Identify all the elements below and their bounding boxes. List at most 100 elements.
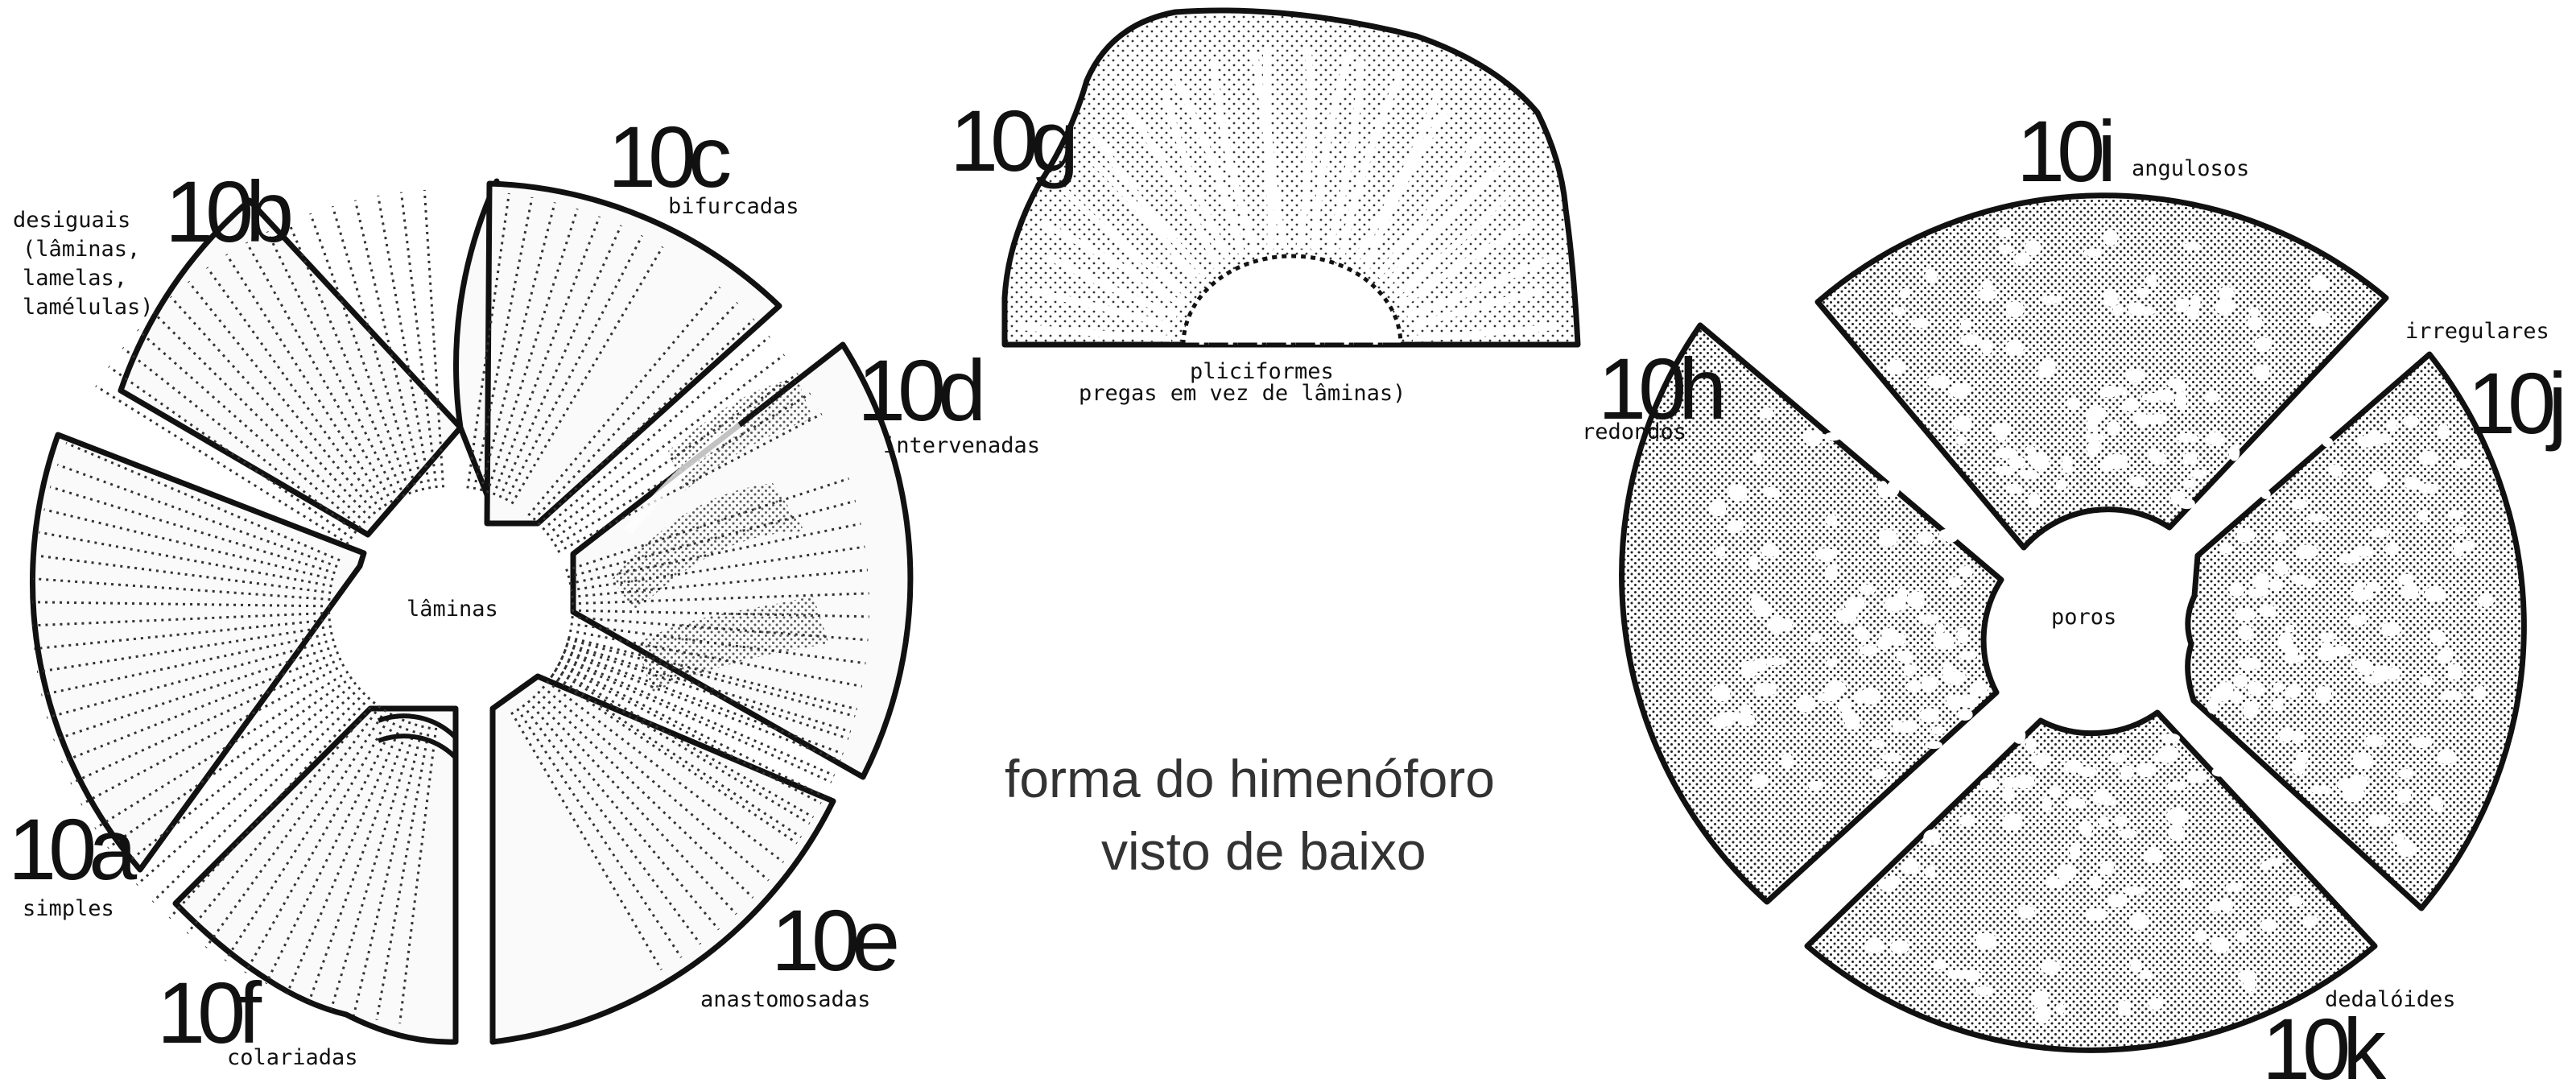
lamella-line	[563, 651, 841, 763]
center-label-poros: poros	[2051, 605, 2116, 630]
sector-10h	[1619, 322, 2004, 905]
pore	[1959, 651, 1977, 660]
figure-labels: 10a simples 10b desiguais (lâminas, lame…	[8, 92, 2570, 1087]
pore	[2006, 301, 2025, 318]
label-angulosos: angulosos	[2132, 156, 2249, 181]
pore	[2125, 370, 2145, 383]
pore	[1943, 531, 1959, 543]
pore	[2398, 573, 2414, 586]
pore	[2347, 614, 2368, 626]
pore	[2389, 667, 2401, 678]
pore	[2410, 737, 2433, 749]
lamella-line	[510, 246, 664, 505]
pore	[2229, 583, 2244, 597]
title-line-2: visto de baixo	[1101, 821, 1426, 881]
pore	[1933, 632, 1955, 651]
pore	[2297, 544, 2318, 560]
pore	[2260, 489, 2271, 499]
pore	[2379, 432, 2391, 444]
pliciform-ridges	[1017, 47, 1558, 342]
pore	[1995, 465, 2014, 476]
label-dedaloides: dedalóides	[2325, 987, 2456, 1012]
pore	[2278, 727, 2294, 742]
pore	[1810, 631, 1822, 643]
pore	[2369, 814, 2392, 827]
lamella-line	[35, 554, 332, 594]
pore	[1737, 713, 1756, 727]
pore	[1946, 969, 1968, 978]
label-desiguais-1: desiguais	[13, 208, 130, 233]
pore	[2085, 433, 2104, 442]
pore	[1896, 650, 1914, 663]
pore	[1864, 938, 1885, 953]
pore	[1925, 268, 1938, 284]
pore	[2055, 479, 2067, 491]
pore	[2273, 682, 2285, 692]
pore	[1906, 591, 1925, 609]
pore	[1886, 359, 1907, 375]
pore	[1878, 878, 1898, 891]
pore	[2030, 457, 2050, 470]
pore	[1931, 725, 1946, 735]
plica-ridge	[1030, 287, 1174, 331]
pore	[2228, 444, 2240, 461]
pore	[2008, 456, 2025, 469]
pore	[2417, 510, 2428, 522]
pore	[1995, 229, 2013, 238]
lamella-line	[204, 705, 382, 949]
pore	[2176, 432, 2198, 443]
plica-ridge	[1406, 253, 1557, 320]
lamella-line	[152, 312, 366, 524]
plica-ridge	[1412, 323, 1558, 342]
pore	[1835, 609, 1857, 624]
pore	[2182, 479, 2194, 489]
pore	[2103, 290, 2118, 307]
pore	[2186, 771, 2207, 783]
pore	[1946, 697, 1961, 711]
label-redondos: redondos	[1582, 420, 1686, 444]
label-simples: simples	[23, 896, 114, 921]
pore	[2309, 275, 2330, 291]
pore	[2157, 389, 2174, 403]
pore	[1956, 709, 1973, 721]
pore	[2248, 681, 2266, 696]
pore	[2098, 816, 2109, 828]
pore	[2235, 608, 2256, 622]
pore	[2404, 476, 2420, 490]
pore	[2350, 589, 2372, 601]
lamella-line	[560, 655, 836, 777]
pore	[2253, 364, 2270, 381]
pore	[2291, 729, 2304, 745]
label-desiguais-4: lamélulas)	[23, 295, 154, 320]
pore	[2368, 471, 2388, 490]
pore	[1955, 435, 1967, 445]
pore	[2384, 543, 2398, 555]
lamella-line	[244, 712, 393, 973]
lamella-line	[532, 301, 739, 521]
pore	[1824, 432, 1842, 441]
pore	[1748, 555, 1759, 571]
pore	[2100, 386, 2119, 398]
pore	[2145, 274, 2157, 287]
plica-ridge	[1400, 219, 1536, 308]
pore	[1850, 420, 1862, 432]
pore	[2437, 648, 2453, 664]
pore	[2025, 239, 2042, 256]
pore	[2315, 686, 2332, 705]
pore	[2063, 760, 2083, 774]
pore	[1951, 383, 1970, 395]
label-colariadas: colariadas	[227, 1045, 358, 1070]
pore	[1941, 672, 1963, 684]
pore	[1878, 529, 1898, 547]
pore	[2117, 829, 2138, 839]
pore	[2210, 690, 2233, 702]
pore	[1892, 306, 1905, 316]
lamella-line	[33, 577, 331, 601]
pore	[2147, 413, 2169, 424]
pore	[2291, 498, 2308, 510]
plica-ridge	[1017, 323, 1172, 342]
pore	[2342, 784, 2365, 803]
pore	[2455, 458, 2471, 469]
pore	[1752, 658, 1767, 672]
plica-ridge	[1363, 108, 1449, 270]
